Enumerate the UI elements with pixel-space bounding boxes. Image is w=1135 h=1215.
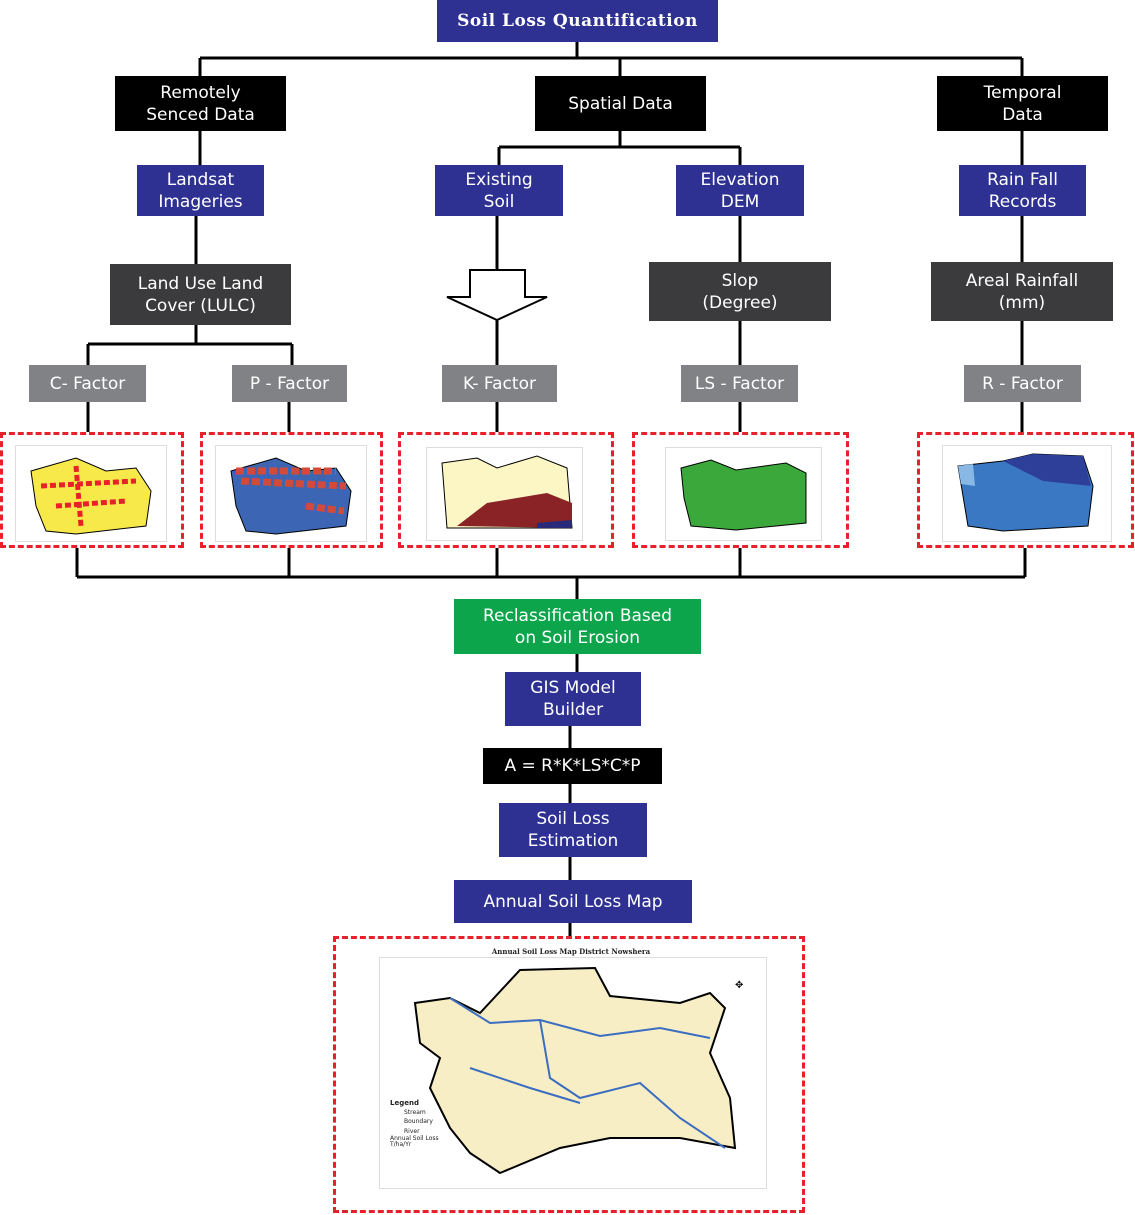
legend-title: Legend [390, 1099, 419, 1107]
down-arrow-icon [446, 269, 548, 322]
k-factor-map-frame [398, 432, 614, 548]
existing-soil-box: Existing Soil [435, 165, 563, 216]
p-factor-box: P - Factor [232, 365, 347, 402]
final-map-frame: Annual Soil Loss Map District Nowshera ✥… [333, 936, 805, 1213]
r-factor-map [942, 445, 1112, 542]
c-factor-box: C- Factor [29, 365, 146, 402]
gis-model-builder-box: GIS Model Builder [505, 672, 641, 726]
legend-soil-loss: Annual Soil Loss T/ha/Yr [390, 1135, 439, 1148]
legend-stream: Stream [404, 1109, 426, 1116]
temporal-data-box: Temporal Data [937, 76, 1108, 131]
legend-boundary: Boundary [404, 1118, 433, 1125]
final-map-title: Annual Soil Loss Map District Nowshera [491, 947, 651, 956]
slope-box: Slop (Degree) [649, 262, 831, 321]
north-arrow-icon: ✥ [735, 980, 743, 991]
legend-river: River [404, 1128, 420, 1135]
formula-box: A = R*K*LS*C*P [483, 748, 662, 784]
r-factor-box: R - Factor [964, 365, 1081, 402]
rainfall-records-box: Rain Fall Records [959, 165, 1086, 216]
k-factor-map [426, 447, 583, 541]
ls-factor-map [665, 447, 822, 541]
elevation-dem-box: Elevation DEM [676, 165, 804, 216]
r-factor-map-frame [917, 432, 1134, 548]
c-factor-map [15, 445, 167, 542]
reclassification-box: Reclassification Based on Soil Erosion [454, 599, 701, 654]
spatial-data-box: Spatial Data [535, 76, 706, 131]
c-factor-map-frame [0, 432, 184, 548]
annual-soil-loss-map: ✥ [379, 957, 767, 1189]
title-box: Soil Loss Quantification [437, 0, 718, 42]
lulc-box: Land Use Land Cover (LULC) [110, 264, 291, 325]
ls-factor-box: LS - Factor [681, 365, 798, 402]
p-factor-map-frame [200, 432, 383, 548]
soil-loss-estimation-box: Soil Loss Estimation [499, 803, 647, 857]
p-factor-map [215, 445, 367, 542]
areal-rainfall-box: Areal Rainfall (mm) [931, 262, 1113, 321]
annual-soil-loss-map-box: Annual Soil Loss Map [454, 880, 692, 923]
landsat-box: Landsat Imageries [137, 165, 264, 216]
ls-factor-map-frame [632, 432, 849, 548]
k-factor-box: K- Factor [442, 365, 557, 402]
remotely-senced-data-box: Remotely Senced Data [115, 76, 286, 131]
